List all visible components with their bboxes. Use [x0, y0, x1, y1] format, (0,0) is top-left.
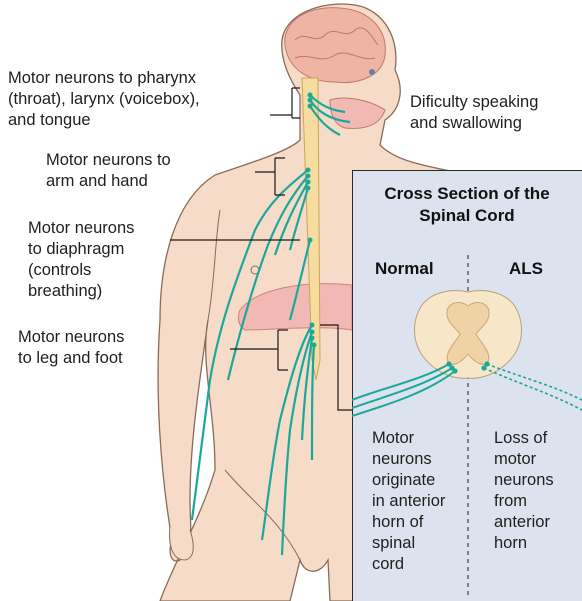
- cross-section-title-line: Spinal Cord: [352, 205, 582, 227]
- als-caption-line: motor: [494, 449, 554, 470]
- label-pharynx-line: Motor neurons to pharynx: [8, 68, 200, 89]
- als-caption-line: anterior: [494, 512, 554, 533]
- label-arm: Motor neurons to arm and hand: [46, 150, 171, 192]
- label-pharynx-line: and tongue: [8, 110, 200, 131]
- als-caption: Loss of motor neurons from anterior horn: [494, 428, 554, 554]
- label-diaphragm-line: to diaphragm: [28, 239, 134, 260]
- label-leg-line: to leg and foot: [18, 348, 124, 369]
- normal-caption-line: horn of: [372, 512, 445, 533]
- normal-caption-line: in anterior: [372, 491, 445, 512]
- als-caption-line: from: [494, 491, 554, 512]
- label-arm-line: Motor neurons to: [46, 150, 171, 171]
- normal-caption: Motor neurons originate in anterior horn…: [372, 428, 445, 575]
- label-diaphragm-line: Motor neurons: [28, 218, 134, 239]
- label-leg-line: Motor neurons: [18, 327, 124, 348]
- normal-caption-line: Motor: [372, 428, 445, 449]
- cross-section-title-line: Cross Section of the: [352, 183, 582, 205]
- normal-caption-line: originate: [372, 470, 445, 491]
- normal-caption-line: neurons: [372, 449, 445, 470]
- normal-caption-line: cord: [372, 554, 445, 575]
- label-diaphragm: Motor neurons to diaphragm (controls bre…: [28, 218, 134, 302]
- label-speaking-line: and swallowing: [410, 113, 538, 134]
- cross-section-title: Cross Section of the Spinal Cord: [352, 183, 582, 227]
- label-pharynx-line: (throat), larynx (voicebox),: [8, 89, 200, 110]
- label-diaphragm-line: breathing): [28, 281, 134, 302]
- pharynx-bracket: [270, 88, 300, 118]
- label-diaphragm-line: (controls: [28, 260, 134, 281]
- eye: [369, 69, 375, 75]
- label-arm-line: arm and hand: [46, 171, 171, 192]
- als-caption-line: neurons: [494, 470, 554, 491]
- label-pharynx: Motor neurons to pharynx (throat), laryn…: [8, 68, 200, 131]
- als-caption-line: Loss of: [494, 428, 554, 449]
- label-leg: Motor neurons to leg and foot: [18, 327, 124, 369]
- label-speaking: Dificulty speaking and swallowing: [410, 92, 538, 134]
- normal-caption-line: spinal: [372, 533, 445, 554]
- label-speaking-line: Dificulty speaking: [410, 92, 538, 113]
- als-caption-line: horn: [494, 533, 554, 554]
